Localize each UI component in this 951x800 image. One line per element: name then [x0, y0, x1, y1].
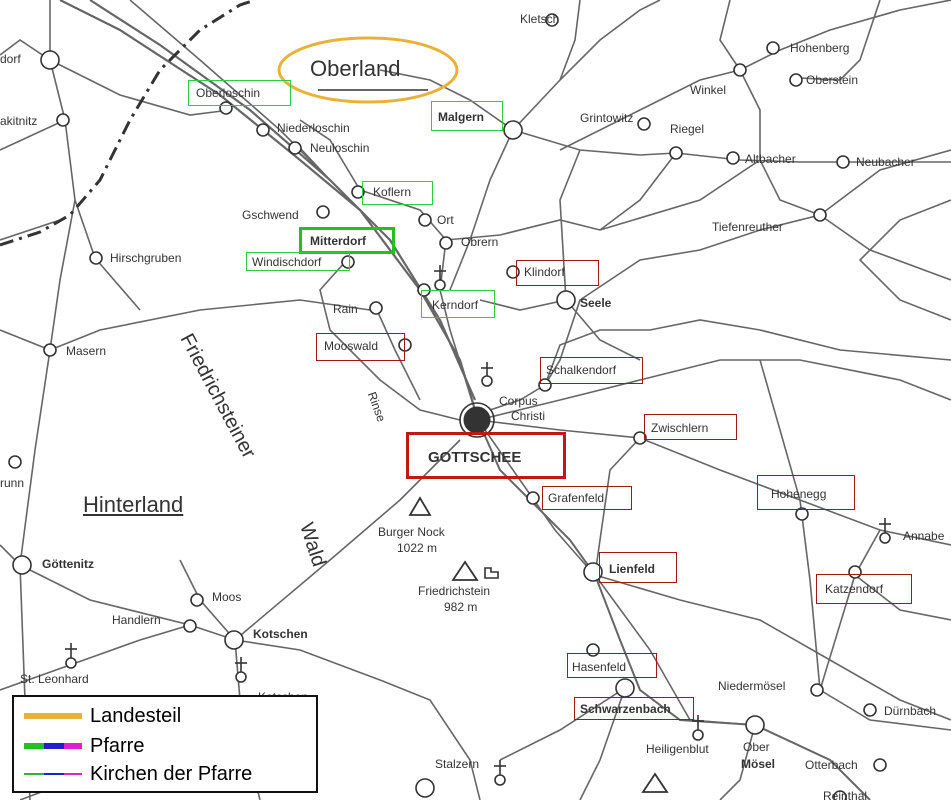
place-zwischlern: Zwischlern — [651, 421, 709, 435]
place-masern: Masern — [66, 344, 107, 358]
place-corpus: Corpus — [499, 394, 538, 408]
gottschee-box — [406, 432, 566, 479]
pfarre-box-katzendorf — [816, 574, 912, 604]
legend-swatch-kirchen — [24, 773, 82, 775]
place-gschwend: Gschwend — [242, 208, 299, 222]
map-legend: Landesteil Pfarre Kirchen der Pfarre — [12, 695, 318, 793]
place-mooswald: Mooswald — [324, 339, 379, 353]
place-seele: Seele — [580, 296, 612, 310]
place-kerndorf: Kerndorf — [432, 298, 479, 312]
place-grafenfeld: Grafenfeld — [548, 491, 605, 505]
region-oberland: Oberland — [310, 56, 401, 81]
place-hasenfeld: Hasenfeld — [572, 660, 627, 674]
legend-label-landesteil: Landesteil — [90, 705, 182, 727]
place-heiligenblut: Heiligenblut — [646, 742, 709, 756]
place-mosel: Mösel — [741, 757, 776, 771]
place-altbacher: Altbacher — [745, 152, 796, 166]
place-schalkendorf: Schalkendorf — [546, 363, 617, 377]
place-burger-nock: Burger Nock — [378, 525, 445, 539]
pfarre-box-hasenfeld — [567, 653, 657, 678]
place-st-leonhard: St. Leonhard — [20, 672, 89, 686]
town-gottschee: GOTTSCHEE — [428, 449, 522, 466]
place-akitnitz: akitnitz — [0, 114, 38, 128]
legend-row-kirchen: Kirchen der Pfarre — [14, 759, 316, 787]
legend-swatch-pfarre — [24, 743, 82, 749]
legend-label-kirchen: Kirchen der Pfarre — [90, 763, 253, 785]
legend-label-pfarre: Pfarre — [90, 735, 145, 757]
place-oberloschin: Oberloschin — [196, 86, 261, 100]
place-hirschgruben: Hirschgruben — [110, 251, 182, 265]
place-rain: Rain — [333, 302, 358, 316]
place-niedermosel: Niedermösel — [718, 679, 786, 693]
place-hohenberg: Hohenberg — [790, 41, 850, 55]
place-mitterdorf: Mitterdorf — [310, 234, 366, 248]
place-kotschen: Kotschen — [253, 627, 308, 641]
pfarre-box-mooswald — [316, 333, 405, 361]
pfarre-box-grafenfeld — [542, 486, 632, 510]
pfarre-box-klindorf — [516, 260, 599, 286]
place-katzendorf: Katzendorf — [825, 582, 884, 596]
place-annabe: Annabe — [903, 529, 945, 543]
place-runn: runn — [0, 476, 25, 490]
pfarre-box-schwarzenbach — [574, 697, 694, 720]
place-otterbach: Otterbach — [805, 758, 858, 772]
place-oberstein: Oberstein — [806, 73, 859, 87]
place-klindorf: Klindorf — [524, 265, 565, 279]
pfarre-box-hohenegg — [757, 475, 855, 510]
place-moos: Moos — [212, 590, 242, 604]
place-koflern: Koflern — [373, 185, 412, 199]
pfarre-box-lienfeld — [599, 552, 677, 583]
place-kletsch: Kletsch — [520, 12, 560, 26]
legend-row-landesteil: Landesteil — [14, 701, 316, 729]
place-ort: Ort — [437, 213, 454, 227]
place-schwarzenbach: Schwarzenbach — [580, 702, 671, 716]
place-riegel: Riegel — [670, 122, 705, 136]
place-durnbach: Dürnbach — [884, 704, 937, 718]
pfarre-box-malgern — [431, 101, 503, 131]
place-obrern: Obrern — [461, 235, 499, 249]
place-niederloschin: Niederloschin — [277, 121, 350, 135]
place-hohenegg: Hohenegg — [771, 487, 827, 501]
place-neuloschin: Neuloschin — [310, 141, 370, 155]
pfarre-box-oberloschin — [188, 80, 291, 106]
pfarre-box-windischdorf — [246, 252, 350, 271]
legend-swatch-landesteil — [24, 713, 82, 719]
place-malgern: Malgern — [438, 110, 485, 124]
place-handlern: Handlern — [112, 613, 161, 627]
place-burger-alt: 1022 m — [397, 541, 438, 555]
place-reinthal: Reinthal — [823, 789, 868, 800]
pfarre-box-zwischlern — [644, 414, 737, 440]
place-grintowitz: Grintowitz — [580, 111, 634, 125]
place-ober: Ober — [743, 740, 770, 754]
place-lienfeld: Lienfeld — [609, 562, 656, 576]
place-stalzern: Stalzern — [435, 757, 480, 771]
place-dorf: dorf — [0, 52, 21, 66]
place-winkel: Winkel — [690, 83, 727, 97]
place-tiefenreuther: Tiefenreuther — [712, 220, 783, 234]
place-windischdorf: Windischdorf — [252, 255, 322, 269]
pfarre-box-kerndorf — [421, 290, 495, 318]
place-neubacher: Neubacher — [856, 155, 915, 169]
pfarre-box-schalkendorf — [540, 357, 643, 384]
pfarre-box-koflern — [362, 181, 433, 205]
region-hinterland: Hinterland — [83, 492, 184, 517]
place-friedrichstein: Friedrichstein — [418, 584, 491, 598]
place-friedrichstein-alt: 982 m — [444, 600, 478, 614]
place-christi: Christi — [511, 409, 546, 423]
place-gottenitz: Göttenitz — [42, 557, 94, 571]
legend-row-pfarre: Pfarre — [14, 731, 316, 759]
